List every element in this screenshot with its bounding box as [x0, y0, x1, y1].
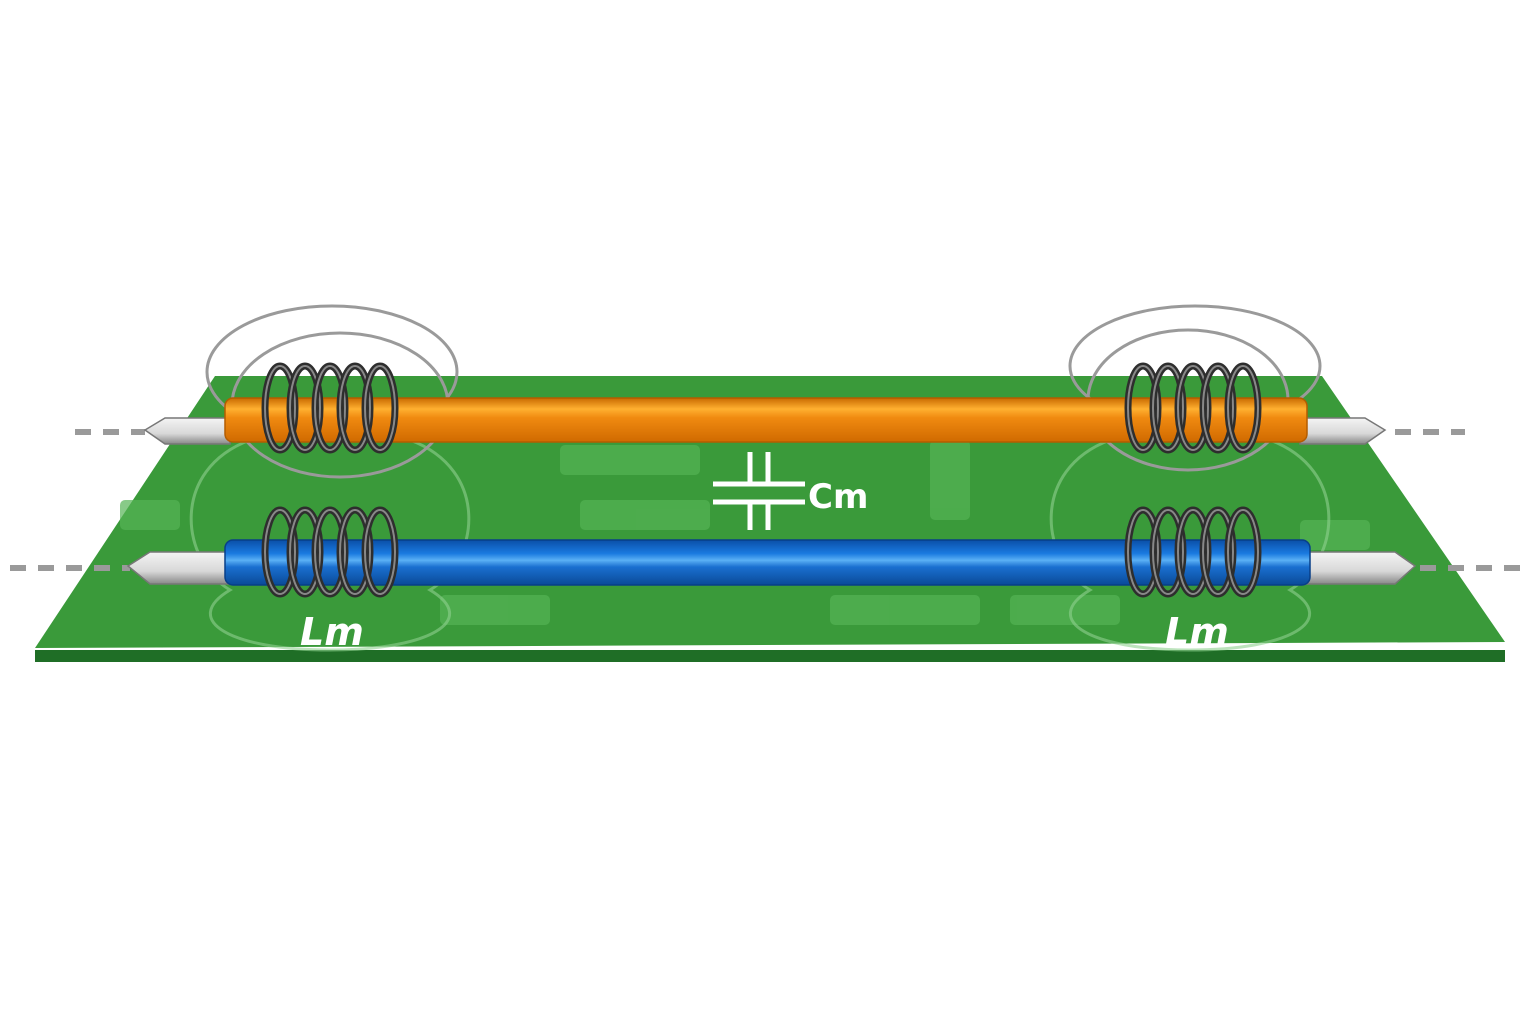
pin-orange-right	[1299, 417, 1387, 445]
coil-turn-highlight	[314, 365, 346, 451]
coil-turn-highlight	[1127, 509, 1159, 595]
coil-turn-highlight	[364, 365, 396, 451]
coil-turn-highlight	[1227, 365, 1259, 451]
board-pads	[120, 440, 1370, 625]
coil-blue-right	[1124, 506, 1262, 598]
coil-turn-highlight	[1152, 509, 1184, 595]
pin-blue-right	[1304, 551, 1417, 585]
coil-turn-highlight	[339, 365, 371, 451]
cm-label: Cm	[808, 477, 868, 517]
dashed-lines	[10, 429, 1525, 571]
coil-turn-highlight	[1202, 509, 1234, 595]
coil-turn-highlight	[339, 509, 371, 595]
coil-turn-highlight	[1152, 365, 1184, 451]
coil-turn-highlight	[1227, 509, 1259, 595]
coil-turn-highlight	[289, 365, 321, 451]
lm-label-left: Lm	[300, 610, 364, 654]
victim-trace-blue	[224, 539, 1311, 586]
coil-turn-highlight	[289, 509, 321, 595]
inductor-coils	[261, 362, 1262, 598]
coil-orange-left	[261, 362, 399, 454]
coil-turn-highlight	[1202, 365, 1234, 451]
coil-turn-highlight	[264, 509, 296, 595]
coil-turn-highlight	[1177, 509, 1209, 595]
trace-pins	[126, 417, 1417, 585]
coil-blue-left	[261, 506, 399, 598]
capacitor-icon	[713, 452, 805, 530]
lm-label-right: Lm	[1165, 610, 1229, 654]
coil-turn-highlight	[314, 509, 346, 595]
coil-turn-highlight	[264, 365, 296, 451]
pin-orange-left	[143, 417, 231, 445]
aggressor-trace-orange	[224, 397, 1308, 443]
coil-turn-highlight	[1177, 365, 1209, 451]
coil-turn-highlight	[364, 509, 396, 595]
coil-turn-highlight	[1127, 365, 1159, 451]
pin-blue-left	[126, 551, 231, 585]
coil-orange-right	[1124, 362, 1262, 454]
